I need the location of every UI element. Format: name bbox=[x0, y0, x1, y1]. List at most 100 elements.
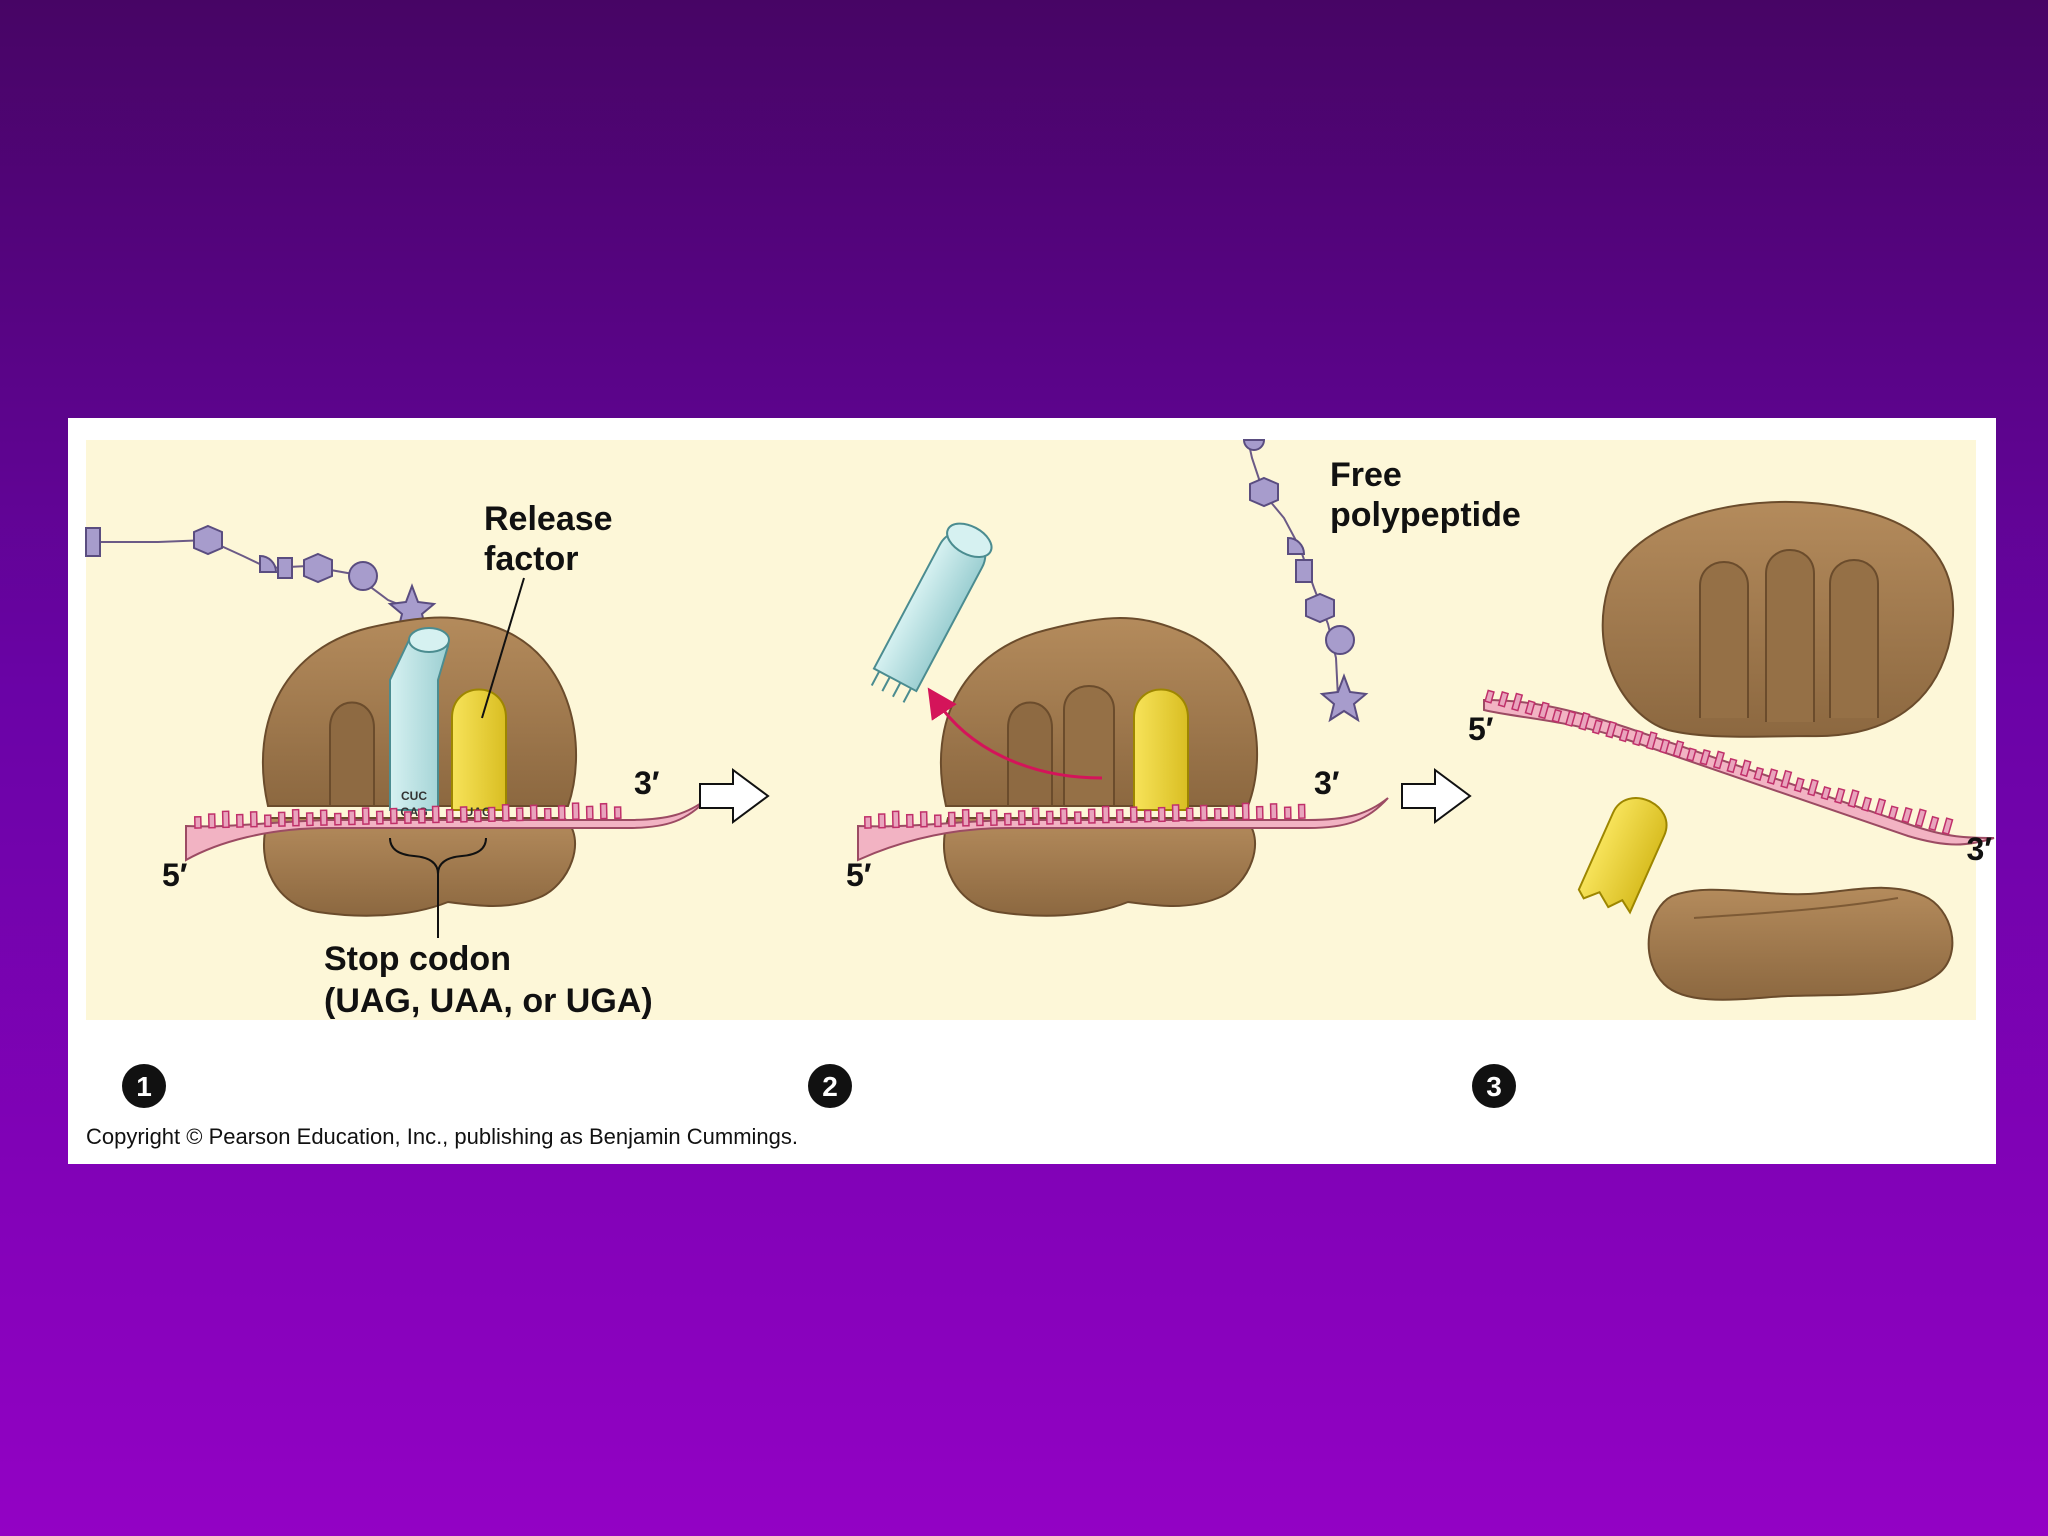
amino-acid bbox=[303, 552, 333, 584]
mrna-base bbox=[431, 805, 440, 824]
mrna-base bbox=[1914, 808, 1927, 828]
mrna-base bbox=[291, 808, 300, 827]
mrna-base bbox=[1605, 720, 1618, 739]
mrna-base bbox=[863, 815, 872, 829]
mrna-base bbox=[1087, 808, 1096, 824]
mrna-base bbox=[333, 812, 342, 826]
mrna-base bbox=[207, 813, 216, 829]
mrna-bases bbox=[1484, 689, 1954, 836]
mrna-base bbox=[1726, 757, 1738, 774]
mrna-base bbox=[375, 810, 384, 825]
mrna-base bbox=[1739, 759, 1752, 778]
mrna-base bbox=[473, 809, 482, 823]
mrna-base bbox=[277, 811, 286, 827]
three-prime-label-3: 3′ bbox=[1967, 831, 1993, 867]
amino-acid bbox=[1249, 476, 1279, 508]
mrna-base bbox=[905, 813, 914, 828]
stop-codon-label-line2: (UAG, UAA, or UGA) bbox=[324, 982, 653, 1020]
mrna-base bbox=[389, 807, 398, 825]
mrna-base bbox=[1591, 719, 1603, 735]
mrna-base bbox=[599, 802, 608, 820]
amino-acid bbox=[259, 554, 278, 573]
mrna-base bbox=[1699, 748, 1711, 766]
copyright-notice: Copyright © Pearson Education, Inc., pub… bbox=[86, 1124, 798, 1149]
mrna-base bbox=[1712, 750, 1725, 770]
figure-card: CUC GAG UAG Release factor Stop codon (U… bbox=[68, 418, 1996, 1164]
mrna-base bbox=[221, 810, 230, 829]
ribosome-ridge bbox=[1765, 549, 1815, 722]
trna-exit-arrow bbox=[927, 687, 1103, 780]
step-number-2: 2 bbox=[822, 1071, 838, 1102]
mrna-base bbox=[877, 813, 886, 829]
mrna-base bbox=[1928, 815, 1940, 832]
step-1-scene: CUC GAG UAG Release factor Stop codon (U… bbox=[85, 500, 709, 1020]
five-prime-label-2: 5′ bbox=[846, 857, 872, 893]
mrna-base bbox=[1766, 768, 1779, 785]
step-arrow-2 bbox=[1401, 768, 1472, 824]
step-badge-1 bbox=[122, 1064, 166, 1108]
mrna-base bbox=[459, 806, 468, 823]
amino-acid bbox=[1325, 625, 1355, 655]
mrna-2 bbox=[857, 797, 1389, 862]
mrna-base bbox=[1524, 699, 1536, 716]
mrna-base bbox=[613, 806, 622, 820]
mrna-base bbox=[961, 808, 970, 827]
mrna-base bbox=[1241, 802, 1250, 821]
ejected-trna bbox=[870, 522, 993, 703]
release-factor-1 bbox=[451, 688, 507, 811]
mrna-base bbox=[1003, 812, 1012, 826]
mrna-base bbox=[543, 807, 552, 821]
amino-acid bbox=[348, 561, 378, 591]
mrna-base bbox=[1793, 777, 1805, 793]
ribosome-ridge bbox=[1829, 559, 1879, 718]
mrna-base bbox=[1073, 811, 1082, 825]
mrna-base bbox=[1659, 738, 1671, 754]
mrna-base bbox=[417, 808, 426, 824]
mrna-base bbox=[1297, 803, 1306, 819]
five-prime-label-3: 5′ bbox=[1468, 711, 1494, 747]
mrna-base bbox=[487, 806, 496, 823]
mrna-base bbox=[919, 811, 928, 828]
step-number-3: 3 bbox=[1486, 1071, 1502, 1102]
mrna-base bbox=[1672, 740, 1685, 758]
mrna-base bbox=[1847, 789, 1860, 809]
amino-acid bbox=[1242, 439, 1266, 451]
amino-acid bbox=[277, 557, 293, 579]
mrna-base bbox=[501, 804, 510, 822]
mrna-base bbox=[1834, 787, 1846, 805]
release-factor-3 bbox=[1577, 797, 1668, 915]
release-factor-label-line1: Release bbox=[484, 500, 613, 538]
mrna-base bbox=[1511, 692, 1524, 712]
mrna-base bbox=[263, 814, 272, 828]
amino-acid bbox=[193, 524, 223, 556]
amino-acid bbox=[85, 527, 101, 557]
mrna-base bbox=[1045, 810, 1054, 825]
mrna-base bbox=[1941, 817, 1954, 836]
mrna-base bbox=[1753, 766, 1765, 781]
mrna-base bbox=[1551, 708, 1563, 724]
mrna-base bbox=[1645, 731, 1658, 751]
translation-termination-diagram: CUC GAG UAG Release factor Stop codon (U… bbox=[85, 439, 1995, 1149]
mrna-base bbox=[1255, 805, 1264, 820]
free-polypeptide-label-line1: Free bbox=[1330, 456, 1402, 494]
release-factor-2 bbox=[1133, 688, 1189, 811]
mrna-3 bbox=[1483, 689, 1995, 846]
amino-acid-star bbox=[1319, 673, 1369, 723]
mrna-base bbox=[193, 815, 202, 829]
mrna-base bbox=[1101, 805, 1110, 824]
mrna-base bbox=[1017, 810, 1026, 826]
three-prime-label-2: 3′ bbox=[1314, 765, 1340, 801]
release-factor-label-line2: factor bbox=[484, 540, 578, 578]
stop-codon-label-line1: Stop codon bbox=[324, 940, 511, 978]
mrna-base bbox=[1283, 806, 1292, 820]
mrna-base bbox=[571, 802, 580, 821]
mrna-base bbox=[1031, 807, 1040, 826]
step-3-scene: 5′ 3′ bbox=[1468, 500, 1995, 1001]
mrna-base bbox=[1199, 804, 1208, 822]
mrna-base bbox=[1807, 778, 1819, 797]
mrna-base bbox=[1157, 806, 1166, 823]
mrna-base bbox=[249, 811, 258, 828]
mrna-base bbox=[1887, 805, 1899, 820]
mrna-base bbox=[1213, 808, 1222, 821]
